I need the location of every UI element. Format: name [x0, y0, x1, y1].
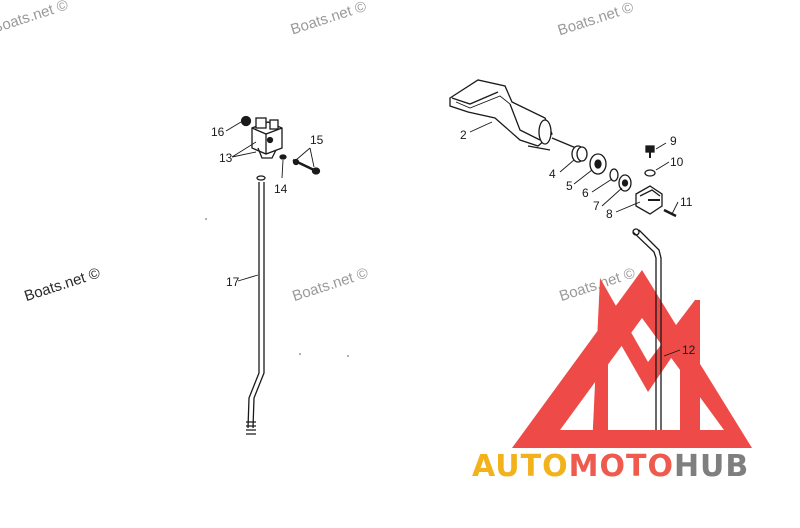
callout-13: 13 [219, 151, 233, 165]
callout-9: 9 [670, 134, 677, 148]
logo-inner-m-shape [592, 278, 700, 448]
washer-part-5 [589, 153, 607, 175]
handle-part-2 [449, 79, 577, 151]
logo-inner-triangle [620, 382, 660, 410]
right-assembly [449, 79, 677, 430]
callout-14: 14 [274, 182, 288, 196]
brand-word-hub: HUB [674, 449, 749, 484]
pin-part-11 [663, 208, 677, 218]
bracket-part-13 [251, 117, 283, 159]
callout-10: 10 [670, 155, 684, 169]
print-specks [205, 218, 349, 357]
callout-8: 8 [606, 207, 613, 221]
brand-word-moto: MOTO [569, 449, 674, 484]
watermark-top-left: Boats.net © [0, 0, 70, 37]
callout-6: 6 [582, 186, 589, 200]
watermark-group: Boats.net © Boats.net © Boats.net © Boat… [0, 0, 637, 305]
callout-15: 15 [310, 133, 324, 147]
watermark-center: Boats.net © [290, 265, 370, 305]
brand-wordmark: AUTOMOTOHUB [472, 449, 749, 484]
brand-word-auto: AUTO [472, 449, 569, 484]
watermark-top-center: Boats.net © [289, 0, 369, 38]
callout-5: 5 [566, 179, 573, 193]
callout-16: 16 [211, 125, 225, 139]
bushing-part-4 [571, 145, 588, 163]
screw-part-15 [292, 158, 321, 175]
callout-4: 4 [549, 167, 556, 181]
callout-11: 11 [680, 195, 693, 209]
watermark-left: Boats.net © [22, 265, 102, 305]
callout-17: 17 [226, 275, 240, 289]
bolt-part-9 [645, 145, 655, 158]
brand-logo [512, 270, 752, 448]
washer-part-6 [609, 168, 619, 182]
callout-2: 2 [460, 128, 467, 142]
washer-part-7 [618, 174, 632, 192]
logo-outer-triangle [512, 270, 752, 448]
leader-lines [225, 121, 681, 357]
callout-labels: 16 13 15 14 17 2 4 5 6 7 8 9 10 11 12 [211, 125, 696, 357]
arm-part-8 [635, 185, 663, 215]
callout-7: 7 [593, 199, 600, 213]
watermark-top-right: Boats.net © [556, 0, 636, 39]
callout-12: 12 [682, 343, 696, 357]
rod-part-17 [246, 175, 266, 435]
rod-part-12 [632, 228, 662, 430]
washer-part-10 [644, 169, 656, 177]
bolt-part-16 [240, 115, 252, 127]
washer-part-14 [279, 154, 287, 160]
left-assembly [240, 115, 321, 435]
